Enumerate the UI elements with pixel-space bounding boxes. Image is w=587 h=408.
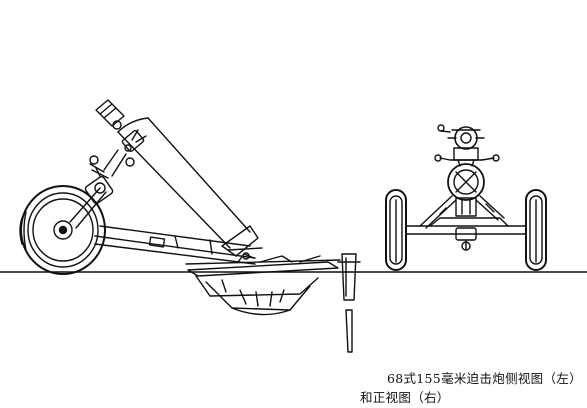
side-view <box>19 99 361 353</box>
front-wheel-right <box>525 189 547 271</box>
side-trail <box>94 225 256 265</box>
front-barrel <box>447 163 485 217</box>
caption-line-1: 68式155毫米迫击炮侧视图（左） <box>387 371 582 386</box>
front-wheel-left <box>385 189 407 271</box>
front-axle <box>405 217 527 251</box>
side-bipod-mount <box>103 129 147 177</box>
side-wheel-arm <box>69 155 114 229</box>
side-spade <box>337 253 361 353</box>
front-bipod <box>419 195 505 229</box>
caption-line-2: 和正视图（右） <box>360 390 450 405</box>
side-wheel <box>19 185 106 275</box>
front-muzzle <box>434 124 500 167</box>
front-view <box>385 124 547 271</box>
side-barrel <box>95 99 263 257</box>
side-baseplate <box>185 252 341 316</box>
